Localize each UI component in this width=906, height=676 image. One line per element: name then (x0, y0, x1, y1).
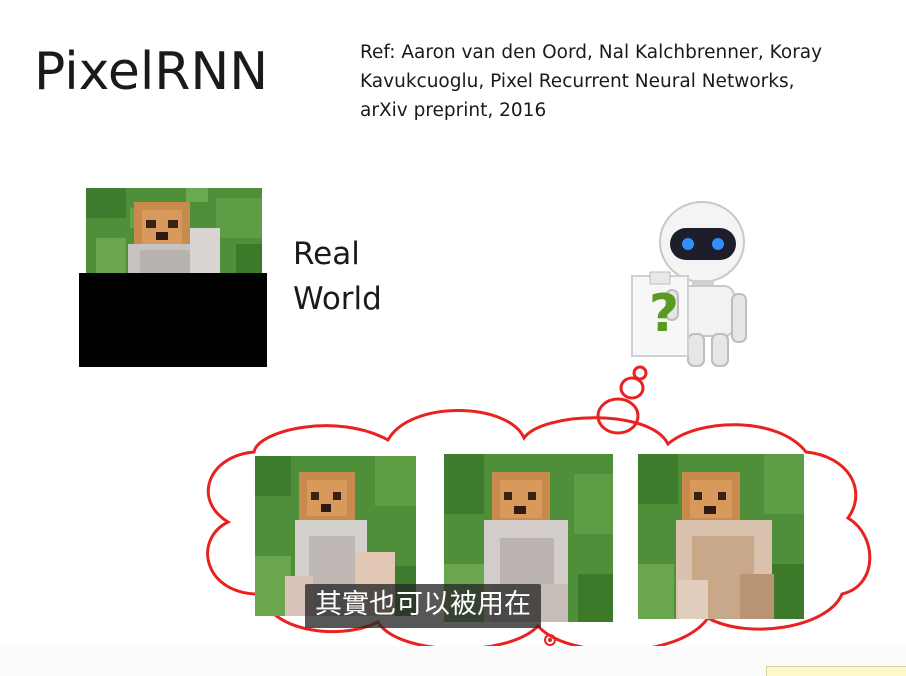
reference-line: arXiv preprint, 2016 (360, 100, 547, 121)
video-subtitle: 其實也可以被用在 (305, 584, 541, 628)
real-world-label: Real World (293, 232, 382, 322)
reference-text: Ref: Aaron van den Oord, Nal Kalchbrenne… (360, 38, 880, 125)
pointer-dot-icon (544, 634, 556, 646)
reference-line: Kavukcuoglu, Pixel Recurrent Neural Netw… (360, 71, 795, 92)
masked-region (79, 273, 267, 367)
slide-title: PixelRNN (34, 42, 269, 102)
generated-image-3 (638, 454, 804, 619)
corner-toolbar (766, 666, 906, 676)
reference-line: Ref: Aaron van den Oord, Nal Kalchbrenne… (360, 42, 823, 63)
real-world-line: World (293, 281, 382, 317)
real-world-line: Real (293, 236, 360, 272)
question-mark: ? (648, 284, 680, 344)
partial-dog-image (86, 188, 262, 274)
robot-icon (631, 201, 747, 367)
bottom-strip (0, 646, 906, 676)
